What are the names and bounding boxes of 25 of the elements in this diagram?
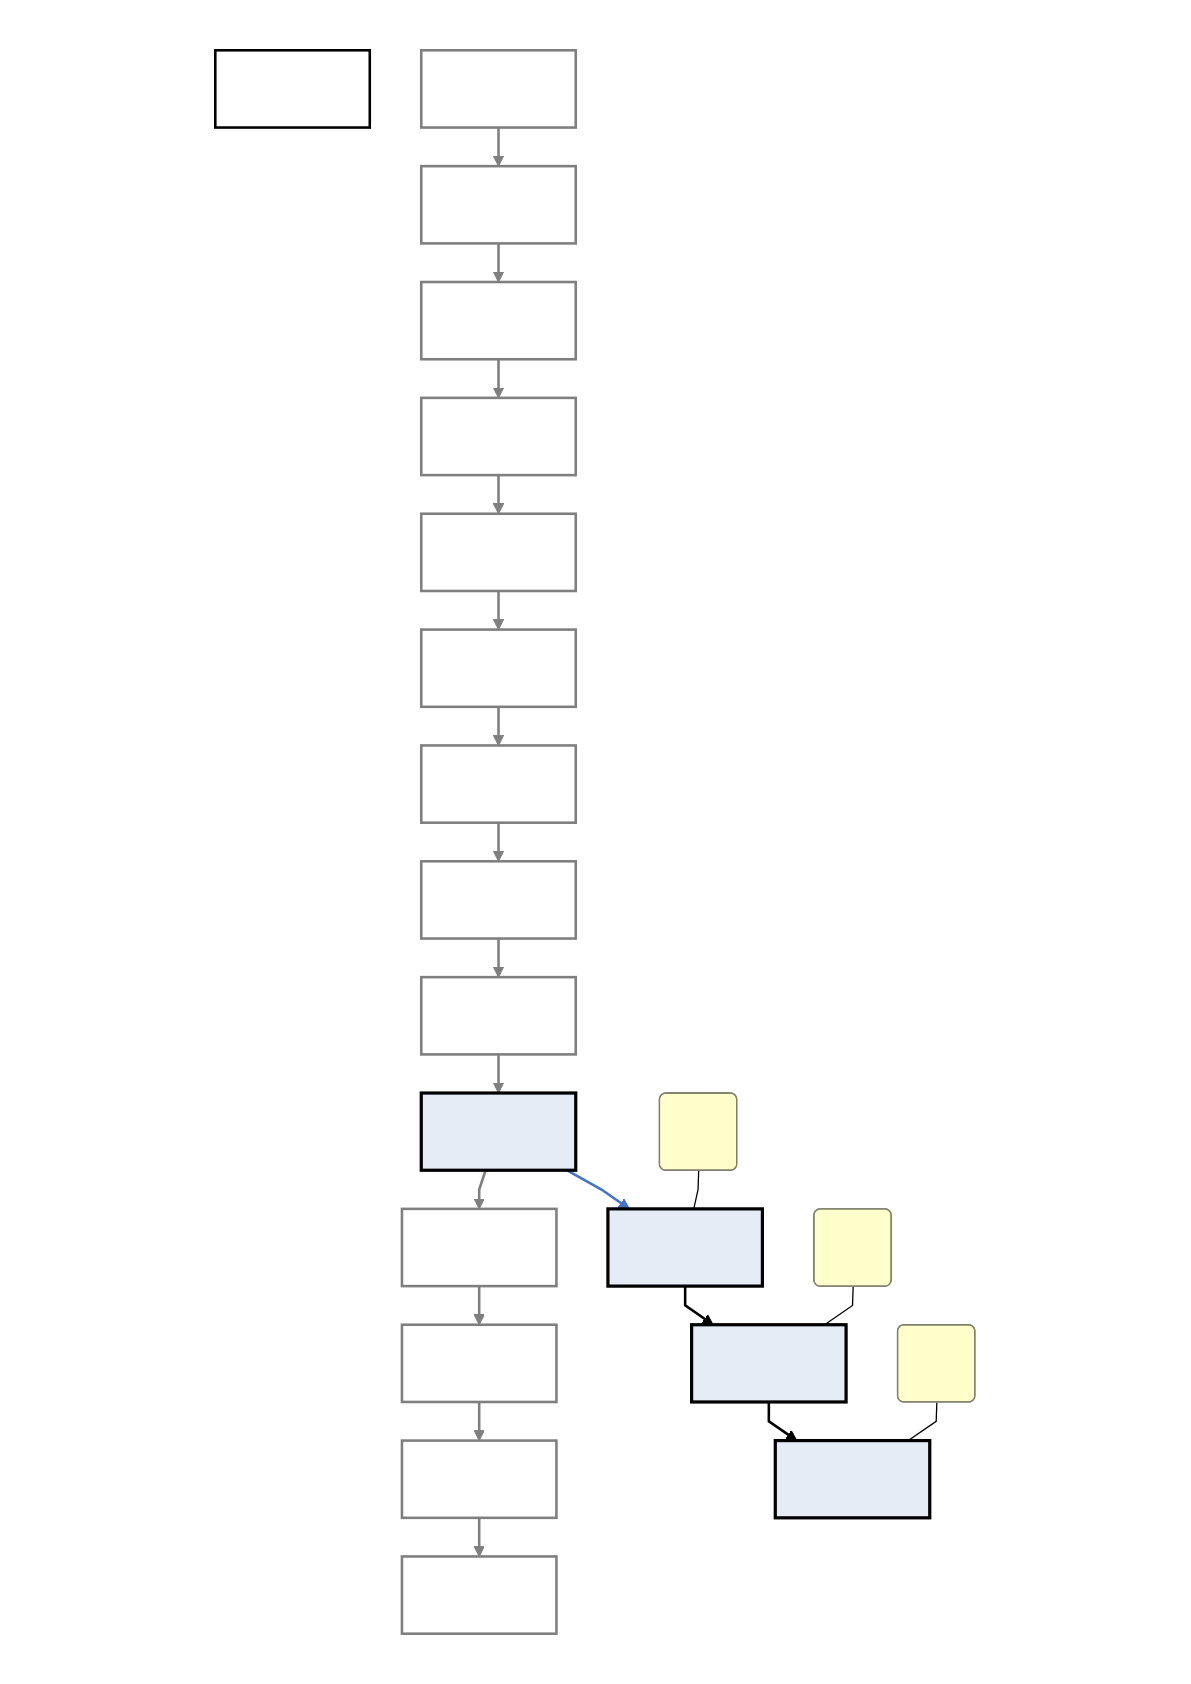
node-box (420, 628, 578, 709)
arrow (493, 822, 505, 862)
node-box (690, 1323, 849, 1404)
node-box (420, 744, 578, 824)
node-box (420, 860, 578, 940)
arrow (473, 1517, 486, 1557)
node-box (420, 49, 578, 129)
node-box (420, 280, 578, 361)
arrow (493, 938, 505, 978)
arrow (493, 706, 505, 746)
node-box (214, 49, 372, 129)
node-box (420, 1091, 578, 1172)
node-box (401, 1555, 559, 1635)
node-box (401, 1207, 559, 1288)
arrow (493, 243, 505, 283)
node-box (420, 164, 578, 245)
node-box (420, 975, 578, 1056)
node-box (606, 1207, 765, 1288)
node-box (774, 1439, 932, 1520)
node-box (401, 1323, 559, 1404)
arrow (493, 127, 505, 167)
node-box (420, 396, 578, 477)
node-box (401, 1439, 559, 1520)
arrow (493, 1054, 505, 1094)
node-box (420, 512, 578, 593)
